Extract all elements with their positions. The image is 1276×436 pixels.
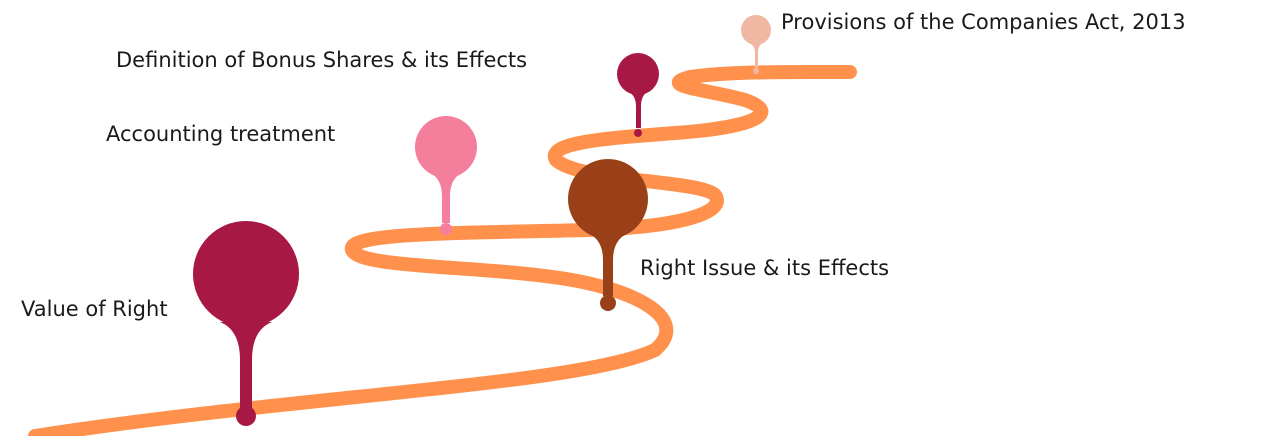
pin-tip xyxy=(753,68,759,74)
milestone-label-right-issue: Right Issue & its Effects xyxy=(640,256,890,280)
pin-stem xyxy=(431,173,461,223)
milestone-pin-companies-act xyxy=(741,15,771,74)
milestone-pin-right-issue xyxy=(568,159,648,311)
milestone-pin-value-of-right xyxy=(193,221,299,426)
pin-head xyxy=(415,116,477,178)
milestone-pin-bonus-shares xyxy=(617,53,659,137)
milestone-label-companies-act: Provisions of the Companies Act, 2013 xyxy=(781,10,1186,34)
pin-stem xyxy=(588,233,628,296)
pin-stem xyxy=(749,42,763,68)
milestone-pin-accounting-treatment xyxy=(415,116,477,235)
milestone-label-bonus-shares: Definition of Bonus Shares & its Effects xyxy=(116,48,528,72)
pin-head xyxy=(193,221,299,327)
milestone-label-accounting-treatment: Accounting treatment xyxy=(106,122,336,146)
pin-tip xyxy=(600,295,616,311)
milestone-label-value-of-right: Value of Right xyxy=(21,297,168,321)
pin-stem xyxy=(628,91,648,128)
pin-head xyxy=(617,53,659,95)
pin-tip xyxy=(236,406,256,426)
pin-head xyxy=(741,15,771,45)
pin-stem xyxy=(220,322,272,408)
road-path xyxy=(28,64,857,436)
pin-head xyxy=(568,159,648,239)
pin-tip xyxy=(634,129,642,137)
pin-tip xyxy=(440,223,452,235)
